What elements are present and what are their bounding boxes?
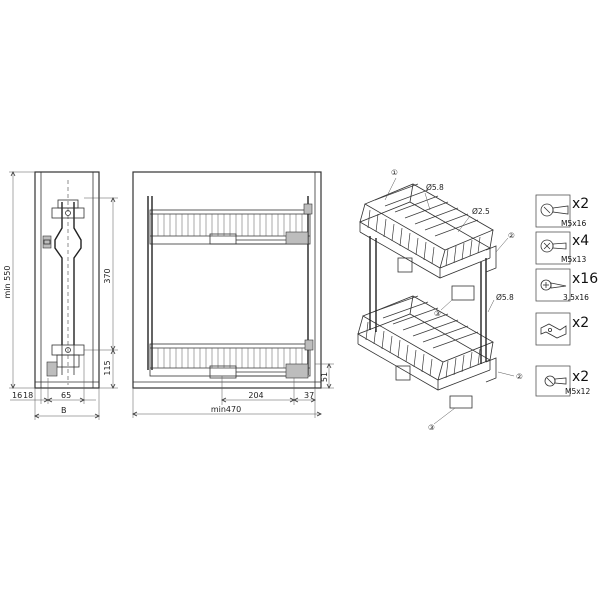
callout-part-2b: ②	[516, 372, 523, 381]
flat-screw-icon	[540, 239, 567, 253]
dim-side-18: 18	[23, 391, 33, 400]
side-upper-basket	[149, 209, 311, 245]
dim-width-65: 65	[61, 391, 71, 400]
callout-part-2a: ②	[508, 231, 515, 240]
side-view: 51 204 37 min470	[132, 171, 334, 418]
tapping-screw-icon	[540, 279, 567, 291]
callout-wire-mid: Ø2.5	[472, 207, 490, 216]
callout-wire-side: Ø5.8	[496, 293, 514, 302]
front-cabinet-outline	[34, 171, 100, 389]
dim-depth-min: min470	[211, 405, 241, 414]
dim-lower-offset: 115	[103, 360, 112, 375]
callout-part-3b: ③	[428, 423, 435, 432]
hardware-qty: x4	[572, 233, 589, 249]
callout-part-1: ①	[391, 168, 398, 177]
hardware-qty: x2	[572, 315, 589, 331]
hardware-qty: x2	[572, 369, 589, 385]
front-view: min 550 370 115 16 18 65 B	[3, 171, 118, 420]
hardware-size: M5x16	[561, 219, 586, 228]
hardware-size: M5x12	[565, 387, 590, 396]
dim-height-51: 51	[320, 372, 329, 382]
callout-wire-top: Ø5.8	[426, 183, 444, 192]
dim-cabinet-b: B	[61, 406, 67, 415]
hardware-item: x2 M5x12	[535, 365, 590, 397]
hardware-qty: x16	[572, 271, 598, 287]
isometric-view: ① Ø5.8 Ø2.5 ② Ø5.8 ③ ② ③	[357, 168, 523, 432]
dim-height-min: min 550	[3, 266, 12, 299]
dim-rail-height: 370	[103, 268, 112, 283]
hardware-item: x16 3,5x16	[535, 268, 598, 302]
hardware-item: x4 M5x13	[535, 231, 589, 265]
machine-screw-icon	[544, 375, 567, 387]
hardware-qty: x2	[572, 196, 589, 212]
side-cabinet-outline	[132, 171, 322, 389]
hardware-item: x2	[535, 312, 589, 346]
iso-upper-basket	[359, 183, 494, 301]
dim-basket-204: 204	[248, 391, 263, 400]
callout-part-3a: ③	[434, 309, 441, 318]
dim-side-16: 16	[12, 391, 22, 400]
hardware-size: 3,5x16	[563, 293, 589, 302]
hardware-size: M5x13	[561, 255, 586, 264]
mounting-bracket-icon	[540, 323, 567, 339]
hardware-list: x2 M5x16 x4 M5x13 x16 3,5x	[535, 194, 598, 397]
wood-screw-icon	[540, 203, 569, 217]
iso-lower-basket	[357, 295, 494, 409]
front-rail	[54, 202, 82, 345]
side-lower-basket	[149, 343, 311, 379]
dim-depth-37: 37	[304, 391, 314, 400]
hardware-item: x2 M5x16	[535, 194, 589, 228]
